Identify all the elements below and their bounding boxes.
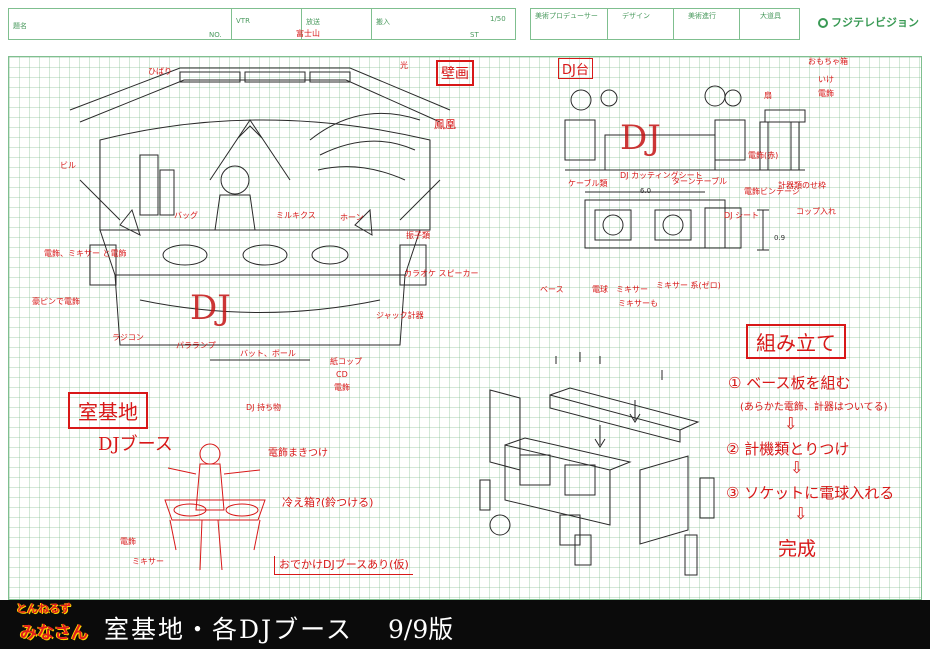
assembly-final: 完成	[778, 538, 817, 560]
broadcast-label: 放送	[306, 18, 320, 26]
ann-bag: バッグ	[174, 211, 198, 220]
footer-bar: 室基地・各DJブース 9/9版	[0, 600, 930, 649]
design-label: デザイン	[622, 12, 650, 20]
arrow-down-icon: ⇩	[784, 414, 798, 433]
show-logo-line1: とんねるず	[16, 602, 71, 615]
header-left-box: 題名 NO. VTR 放送 搬入 ST 1/50	[8, 8, 516, 40]
ann-height: 0.9	[774, 234, 786, 242]
footer-title: 室基地・各DJブース	[104, 615, 353, 644]
ann-horn: ホーン	[340, 213, 364, 222]
ann-side: ミキサーも	[618, 299, 658, 308]
art-producer-label: 美術プロデューサー	[535, 12, 598, 20]
ann-it: いけ	[818, 75, 834, 84]
ann-vibration: 振子類	[406, 231, 430, 240]
no-label: NO.	[209, 31, 222, 39]
ann-mixer: ミキサー 系(ゼロ)	[656, 281, 721, 290]
network-logo: フジテレビジョン	[818, 14, 919, 30]
show-logo-line2: みなさん	[20, 623, 88, 643]
ann-hibari: ひばり	[148, 67, 172, 76]
assembly-step-3: ③ ソケットに電球入れる	[726, 484, 895, 502]
vtr-label: VTR	[236, 17, 250, 25]
wall-section-label: 壁画	[436, 60, 474, 86]
dj-table-section-label: DJ台	[558, 58, 593, 79]
portable-booth-sketch	[164, 443, 266, 571]
room-title: 室基地	[68, 392, 148, 429]
ann-cups: コップ入れ	[796, 207, 836, 216]
ann-dim: 6.0	[640, 187, 652, 195]
scale-label: 1/50	[490, 15, 506, 23]
ann-omochan: おもちゃ箱	[808, 57, 848, 66]
ann-radio: ラジコン	[112, 333, 144, 342]
arrow-down-icon: ⇩	[794, 504, 808, 523]
art-progress-label: 美術進行	[688, 12, 716, 20]
dj-booth-perspective-sketch	[69, 67, 451, 361]
note-cooler: 冷え箱?(鈴つける)	[282, 496, 374, 509]
network-logo-text: フジテレビジョン	[831, 16, 919, 29]
assembly-step-1: ① ベース板を組む	[728, 374, 851, 392]
assembly-title: 組み立て	[746, 324, 846, 359]
ann-cup: 紙コップ	[330, 357, 362, 366]
footer-version: 9/9版	[388, 615, 454, 644]
ann-phoenix: 鳳凰	[434, 118, 456, 131]
header-staff-box: 美術プロデューサー デザイン 美術進行 大道具	[530, 8, 800, 40]
assembly-step-1-note: (あらかた電飾、計器はついてる)	[740, 402, 888, 413]
grid-paper	[8, 56, 922, 600]
ann-base: ベース	[540, 285, 564, 294]
ann-turntable: ミルキクス	[276, 211, 316, 220]
title-label: 題名	[13, 22, 27, 30]
props-cell: 大道具	[739, 9, 801, 39]
ann-parabola: パラランプ	[176, 341, 216, 350]
ann-turntables: ターンテーブル	[672, 177, 728, 186]
room-subtitle: DJブース	[98, 434, 173, 455]
ann-dj-letters: DJ 持ち物	[246, 403, 282, 412]
ann-deco2: 電飾(赤)	[748, 151, 779, 160]
ann-wire-light: 電飾、ミキサー と電飾	[44, 249, 127, 258]
eye-icon	[818, 18, 828, 28]
exploded-assembly-sketch	[479, 352, 715, 576]
ann-building: ビル	[60, 161, 76, 170]
ann-fuji: 富士山	[296, 29, 320, 38]
broadcast-cell: 放送	[301, 9, 371, 39]
ann-bat: バット、ボール	[240, 349, 296, 358]
ann-speaker: カラオケ スピーカー	[404, 269, 479, 278]
vtr-cell: VTR	[231, 9, 301, 39]
ann-gauges: 計器類のせ枠	[778, 181, 826, 190]
design-cell: デザイン	[607, 9, 673, 39]
ann-deco: 電飾	[334, 383, 350, 392]
ann-speaker2: 電飾	[818, 89, 834, 98]
ann-light: 光	[400, 61, 408, 70]
ann-mixer2: ミキサー	[616, 285, 648, 294]
booth-dj-letters: DJ	[190, 288, 231, 328]
note-wire: 電飾まきつけ	[268, 448, 328, 459]
carry-in-cell: 搬入 ST 1/50	[371, 9, 517, 39]
ann-dj-sheet: DJ シート	[724, 211, 760, 220]
ann-jack: ジャック計器	[376, 311, 424, 320]
art-progress-cell: 美術進行	[673, 9, 739, 39]
ann-dj-tape: DJ カッティングシート	[620, 171, 703, 180]
ann-fan: 扇	[764, 91, 772, 100]
carry-in-label: 搬入	[376, 18, 390, 26]
st-label: ST	[470, 31, 479, 39]
dj-table-elevation-sketch	[564, 85, 806, 251]
show-logo: とんねるず みなさん	[14, 600, 88, 646]
props-label: 大道具	[760, 12, 781, 20]
ann-bulb: 電球	[592, 285, 608, 294]
ann-cd: CD	[336, 370, 348, 379]
note-mixer: ミキサー	[132, 557, 164, 566]
arrow-down-icon: ⇩	[790, 458, 804, 477]
ann-rear: 電飾ビンテージ	[744, 187, 800, 196]
note-portable: おでかけDJブースあり(仮)	[274, 556, 413, 575]
note-bulb: 電飾	[120, 537, 136, 546]
ann-red-bulb: 豪ピンで電飾	[32, 297, 80, 306]
ann-cable: ケーブル類	[568, 179, 608, 188]
assembly-step-2: ② 計機類とりつけ	[726, 440, 850, 458]
table-dj-letters: DJ	[620, 118, 661, 158]
